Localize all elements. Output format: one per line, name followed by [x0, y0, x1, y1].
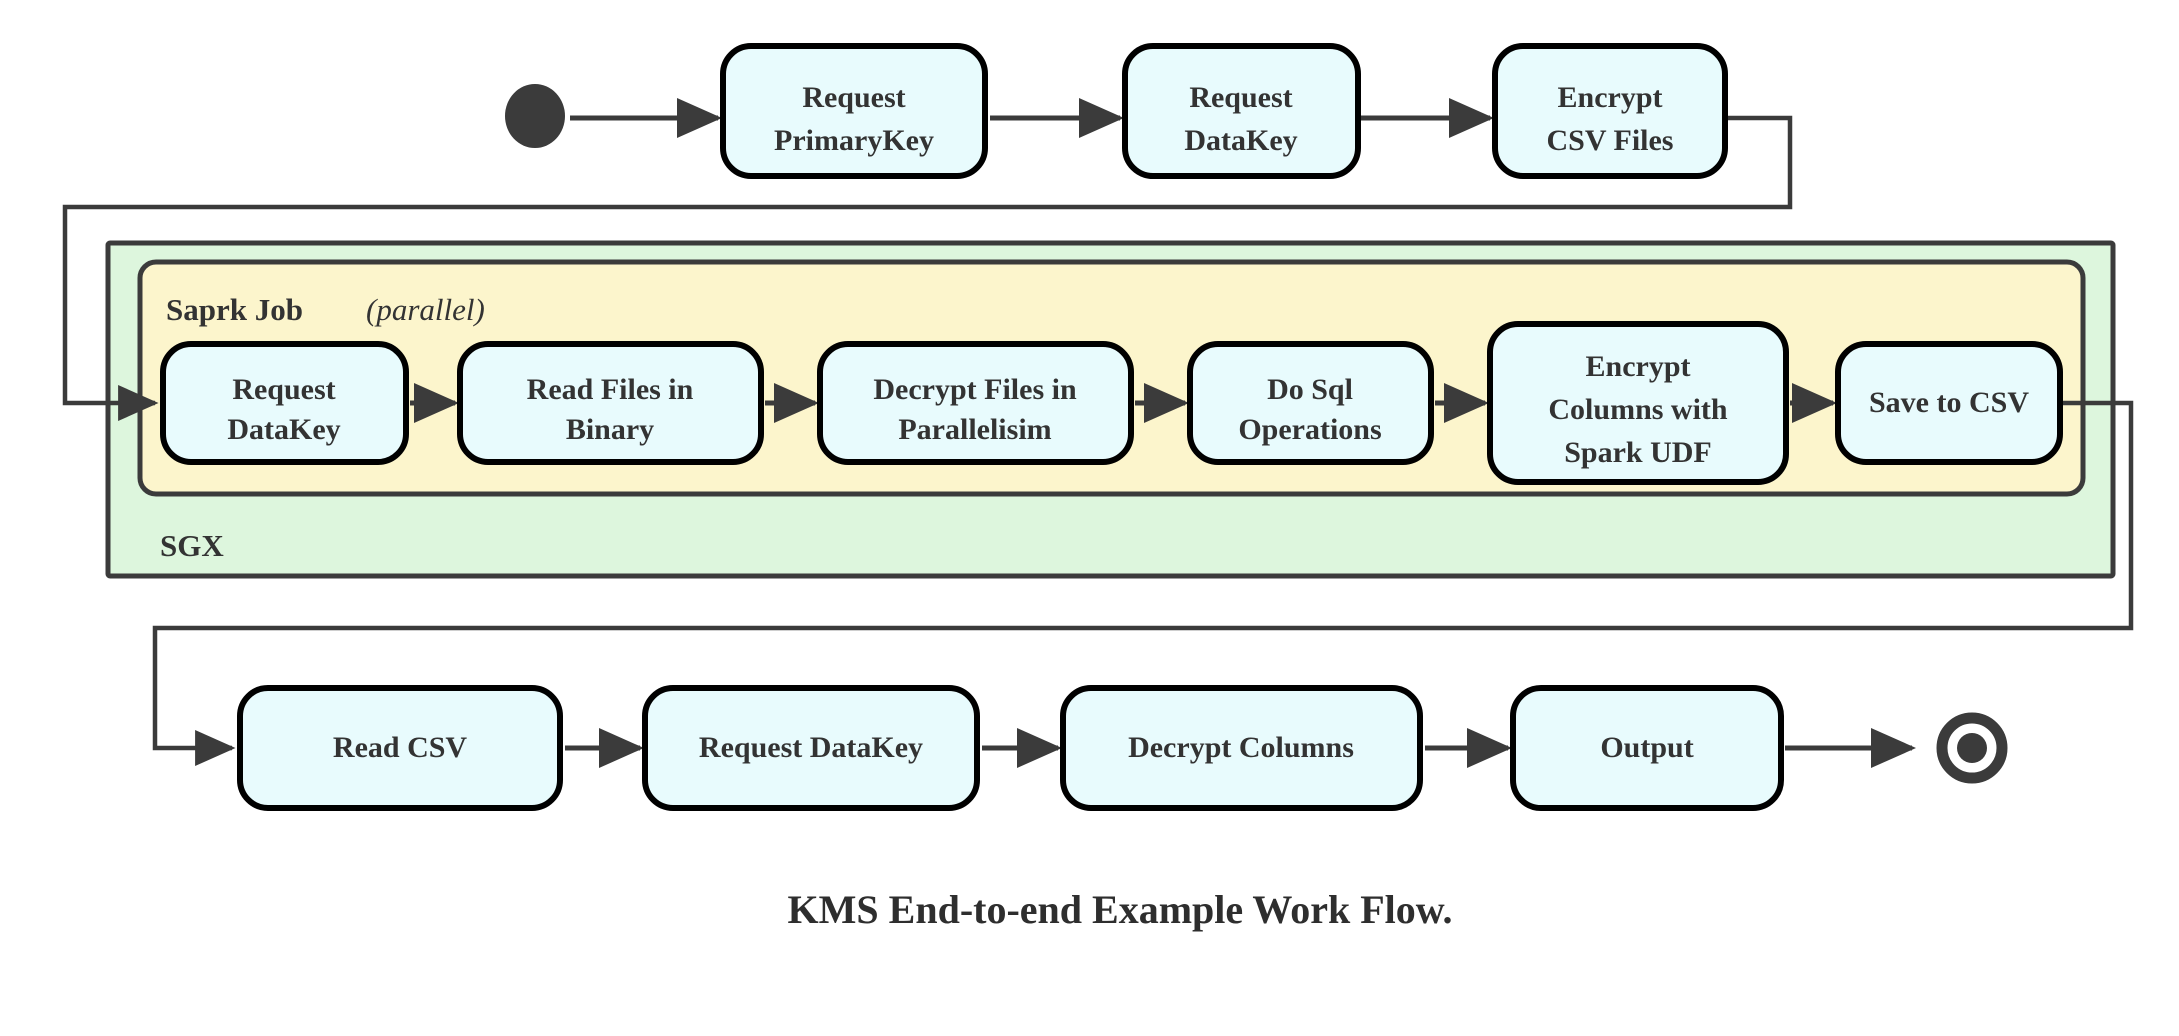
node-save-to-csv-box[interactable]: [1835, 341, 2063, 465]
node-encrypt-columns-spark-udf-box[interactable]: [1487, 321, 1789, 485]
node-request-datakey-spark-box[interactable]: [160, 341, 409, 465]
node-decrypt-files-parallel-line-0: Decrypt Files in: [873, 373, 1077, 406]
spark-job-group-label: Saprk Job: [166, 292, 303, 327]
node-request-datakey-spark-line-1: DataKey: [227, 413, 340, 446]
node-output[interactable]: Output: [1510, 685, 1784, 811]
node-request-primarykey-box[interactable]: [720, 43, 988, 179]
node-request-datakey-top-line-1: DataKey: [1184, 124, 1297, 157]
node-request-datakey-out-box[interactable]: [642, 685, 980, 811]
node-request-primarykey-line-0: Request: [802, 81, 905, 114]
node-request-datakey-top-line-0: Request: [1189, 81, 1292, 114]
node-encrypt-columns-spark-udf-line-2: Spark UDF: [1564, 436, 1712, 469]
connector-save-csv-to-read-csv: [152, 400, 2134, 766]
node-do-sql-operations[interactable]: Do Sql Operations: [1187, 341, 1434, 465]
node-encrypt-csv-files-line-1: CSV Files: [1547, 124, 1674, 157]
node-encrypt-csv-files-line-0: Encrypt: [1558, 81, 1663, 114]
node-encrypt-columns-spark-udf[interactable]: Encrypt Columns with Spark UDF: [1487, 321, 1789, 485]
node-output-box[interactable]: [1510, 685, 1784, 811]
node-request-primarykey[interactable]: Request PrimaryKey: [720, 43, 988, 179]
spark-job-parallel-label: (parallel): [366, 292, 485, 327]
node-read-files-in-binary-line-0: Read Files in: [527, 373, 694, 406]
node-request-datakey-out[interactable]: Request DataKey: [642, 685, 980, 811]
node-do-sql-operations-line-1: Operations: [1238, 413, 1381, 446]
node-request-datakey-spark[interactable]: Request DataKey: [160, 341, 409, 465]
diagram-caption: KMS End-to-end Example Work Flow.: [788, 887, 1453, 932]
node-read-csv[interactable]: Read CSV: [237, 685, 563, 811]
sgx-group-label: SGX: [160, 528, 224, 563]
node-encrypt-csv-files[interactable]: Encrypt CSV Files: [1492, 43, 1728, 179]
node-request-primarykey-line-1: PrimaryKey: [774, 124, 934, 157]
node-request-datakey-out-line-0: Request DataKey: [699, 731, 923, 764]
node-request-datakey-top-box[interactable]: [1122, 43, 1361, 179]
node-encrypt-columns-spark-udf-line-0: Encrypt: [1586, 350, 1691, 383]
node-decrypt-columns-box[interactable]: [1060, 685, 1423, 811]
node-decrypt-files-parallel[interactable]: Decrypt Files in Parallelisim: [817, 341, 1134, 465]
node-read-files-in-binary-box[interactable]: [457, 341, 764, 465]
node-read-csv-box[interactable]: [237, 685, 563, 811]
connector-encrypt-csv-to-spark-request-datakey: [62, 115, 1793, 421]
node-read-files-in-binary[interactable]: Read Files in Binary: [457, 341, 764, 465]
node-decrypt-files-parallel-line-1: Parallelisim: [898, 413, 1051, 446]
node-do-sql-operations-line-0: Do Sql: [1267, 373, 1353, 406]
node-read-files-in-binary-line-1: Binary: [566, 413, 654, 446]
node-save-to-csv[interactable]: Save to CSV: [1835, 341, 2063, 465]
node-request-datakey-top[interactable]: Request DataKey: [1122, 43, 1361, 179]
start-state-dot: [505, 84, 565, 148]
end-state-core: [1957, 733, 1987, 763]
node-do-sql-operations-box[interactable]: [1187, 341, 1434, 465]
node-read-csv-line-0: Read CSV: [333, 731, 468, 764]
node-encrypt-csv-files-box[interactable]: [1492, 43, 1728, 179]
end-state-ring: [1936, 712, 2008, 784]
node-output-line-0: Output: [1600, 731, 1693, 764]
node-save-to-csv-line-0: Save to CSV: [1869, 386, 2029, 419]
node-decrypt-columns-line-0: Decrypt Columns: [1128, 731, 1354, 764]
node-encrypt-columns-spark-udf-line-1: Columns with: [1548, 393, 1728, 426]
node-request-datakey-spark-line-0: Request: [232, 373, 335, 406]
node-decrypt-files-parallel-box[interactable]: [817, 341, 1134, 465]
node-decrypt-columns[interactable]: Decrypt Columns: [1060, 685, 1423, 811]
